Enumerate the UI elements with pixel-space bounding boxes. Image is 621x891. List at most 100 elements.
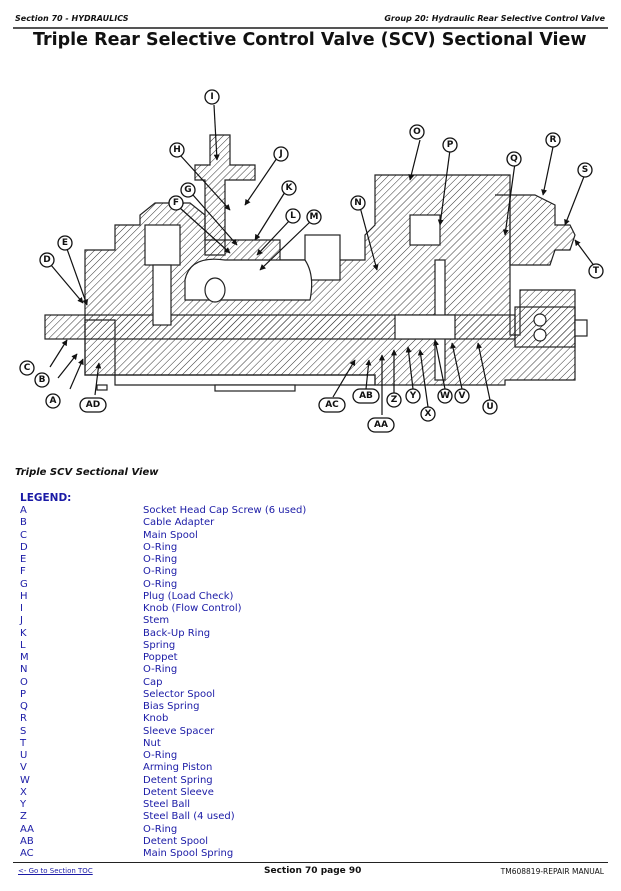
callout-T: T — [588, 263, 604, 279]
legend-key: T — [20, 737, 27, 749]
legend-item: T Nut — [20, 738, 420, 750]
callout-V: V — [454, 388, 470, 404]
callout-B: B — [34, 372, 50, 388]
svg-text:N: N — [354, 198, 362, 208]
legend-key: R — [20, 713, 27, 725]
legend-label: Stem — [143, 615, 170, 627]
legend-key: J — [20, 615, 23, 627]
svg-text:W: W — [440, 391, 450, 401]
callout-Y: Y — [405, 388, 421, 404]
svg-text:L: L — [290, 211, 296, 221]
svg-text:T: T — [593, 266, 600, 276]
callout-AB: AB — [352, 388, 380, 404]
legend-label: Main Spool — [143, 529, 198, 541]
go-to-section-toc-link[interactable]: <- Go to Section TOC — [18, 867, 93, 875]
legend-heading: LEGEND: — [20, 492, 72, 504]
callout-W: W — [437, 388, 453, 404]
callout-K: K — [281, 180, 297, 196]
svg-text:Z: Z — [391, 395, 398, 405]
legend-label: Main Spool Spring — [143, 848, 234, 859]
legend-item: J Stem — [20, 615, 420, 627]
svg-text:Q: Q — [510, 154, 518, 164]
legend-label: Detent Spring — [143, 774, 213, 786]
page-number: Section 70 page 90 — [264, 866, 362, 876]
legend-label: O-Ring — [143, 578, 178, 590]
header-group: Group 20: Hydraulic Rear Selective Contr… — [384, 14, 605, 23]
header-rule — [13, 27, 608, 29]
legend-key: E — [20, 554, 27, 565]
callout-E: E — [57, 235, 73, 251]
callout-AC: AC — [318, 397, 346, 413]
callout-H: H — [169, 142, 185, 158]
legend-key: AA — [20, 823, 34, 835]
callout-Z: Z — [386, 392, 402, 408]
legend-key: I — [20, 603, 23, 614]
callout-A: A — [45, 393, 61, 409]
legend-key: P — [20, 688, 27, 700]
svg-text:AA: AA — [374, 420, 388, 430]
legend-label: Steel Ball — [143, 799, 191, 810]
legend-label: Bias Spring — [143, 701, 200, 712]
callout-G: G — [180, 182, 196, 198]
callout-L: L — [285, 208, 301, 224]
callout-C: C — [19, 360, 35, 376]
callout-M: M — [306, 209, 322, 225]
page-title: Triple Rear Selective Control Valve (SCV… — [33, 30, 587, 50]
svg-text:M: M — [310, 212, 319, 222]
legend-label: Detent Sleeve — [143, 786, 214, 798]
svg-text:U: U — [486, 402, 493, 412]
legend-key: K — [20, 627, 27, 639]
legend-label: Arming Piston — [143, 762, 213, 774]
legend-label: Socket Head Cap Screw (6 used) — [143, 505, 307, 516]
legend-key: Y — [20, 799, 27, 810]
svg-text:G: G — [184, 185, 191, 195]
legend-label: O-Ring — [143, 541, 178, 553]
legend-label: Spring — [143, 639, 176, 651]
legend-key: S — [20, 725, 27, 737]
callout-J: J — [273, 146, 289, 162]
svg-text:F: F — [173, 198, 179, 208]
legend-key: W — [20, 774, 30, 786]
legend-label: Knob — [143, 713, 169, 725]
legend-label: Sleeve Spacer — [143, 725, 215, 737]
callout-U: U — [482, 399, 498, 415]
legend-item: G O-Ring — [20, 579, 420, 591]
header-section: Section 70 - HYDRAULICS — [15, 14, 129, 23]
legend-key: G — [20, 578, 28, 590]
svg-text:C: C — [24, 363, 31, 373]
callout-labels: A B C D E F G H I J K L M N O P Q R S T … — [19, 89, 604, 433]
callout-D: D — [39, 252, 55, 268]
legend-item: S Sleeve Spacer — [20, 726, 420, 738]
svg-text:A: A — [50, 396, 57, 406]
scv-sectional-diagram: A B C D E F G H I J K L M N O P Q R S T … — [19, 89, 604, 433]
legend-label: O-Ring — [143, 750, 178, 761]
legend-label: Nut — [143, 737, 161, 749]
valve-body — [44, 134, 588, 392]
svg-text:H: H — [173, 145, 181, 155]
callout-X: X — [420, 406, 436, 422]
callout-O: O — [409, 124, 425, 140]
callout-leaders — [49, 104, 596, 415]
legend-label: Back-Up Ring — [143, 627, 211, 639]
callout-Q: Q — [506, 151, 522, 167]
legend-label: Plug (Load Check) — [143, 590, 234, 602]
footer-rule — [13, 862, 608, 863]
